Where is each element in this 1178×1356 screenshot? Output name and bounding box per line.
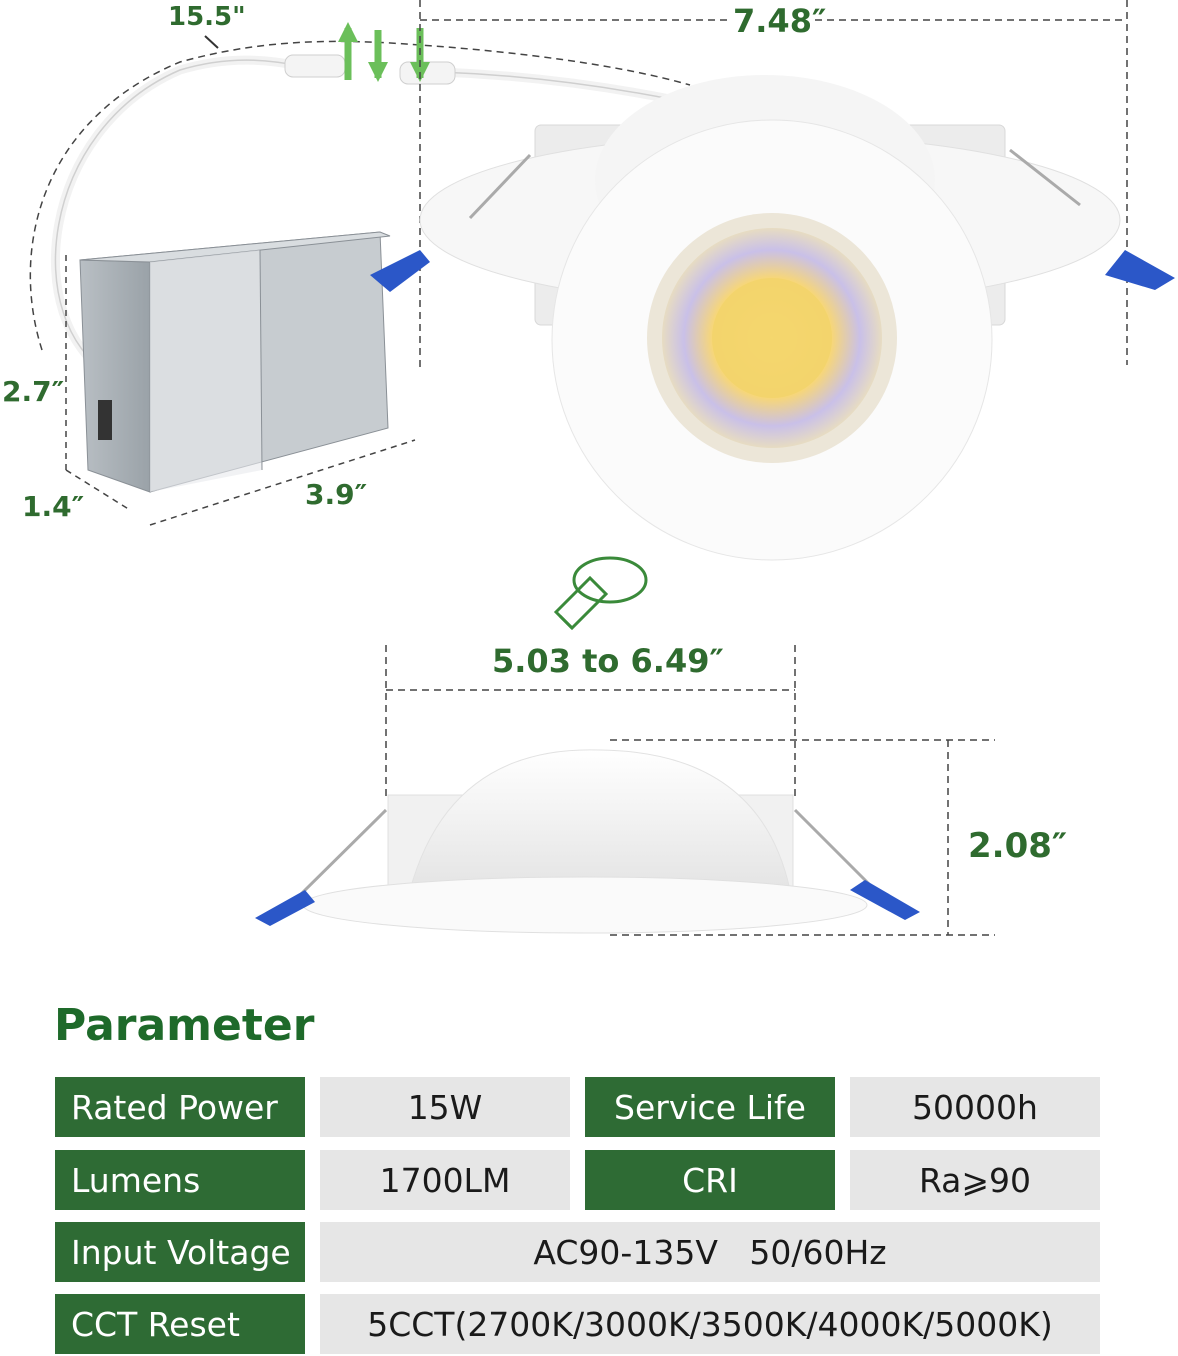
height-guides — [610, 739, 995, 936]
cct-reset-value: 5CCT(2700K/3000K/3500K/4000K/5000K) — [320, 1294, 1100, 1354]
box-depth-label: 1.4″ — [22, 490, 85, 523]
downlight-top-view — [370, 75, 1175, 561]
cri-value: Ra⩾90 — [850, 1150, 1100, 1210]
cut-saw-icon — [553, 556, 648, 631]
input-voltage-value: AC90-135V 50/60Hz — [320, 1222, 1100, 1282]
lumens-label: Lumens — [55, 1150, 305, 1210]
lumens-value: 1700LM — [320, 1150, 570, 1210]
cri-label: CRI — [585, 1150, 835, 1210]
cutout-guides — [385, 645, 796, 800]
height-label: 2.08″ — [968, 826, 1068, 866]
width-label: 7.48″ — [733, 2, 827, 40]
cutout-label: 5.03 to 6.49″ — [492, 642, 724, 680]
product-illustration — [29, 0, 1175, 936]
rated-power-value: 15W — [320, 1077, 570, 1137]
wire-length-arrow — [204, 35, 219, 49]
service-life-value: 50000h — [850, 1077, 1100, 1137]
box-guides — [65, 255, 416, 526]
box-length-label: 3.9″ — [305, 478, 368, 511]
cct-reset-label: CCT Reset — [55, 1294, 305, 1354]
parameter-title: Parameter — [54, 1000, 315, 1051]
wire-length-guide — [29, 40, 691, 351]
box-height-label: 2.7″ — [2, 375, 65, 408]
downlight-side-view — [255, 749, 920, 934]
wire-length-label: 15.5" — [168, 2, 246, 32]
width-guides — [419, 0, 1128, 370]
rated-power-label: Rated Power — [55, 1077, 305, 1137]
service-life-label: Service Life — [585, 1077, 835, 1137]
junction-box — [79, 231, 391, 493]
input-voltage-label: Input Voltage — [55, 1222, 305, 1282]
connect-arrows-icon — [338, 22, 430, 82]
